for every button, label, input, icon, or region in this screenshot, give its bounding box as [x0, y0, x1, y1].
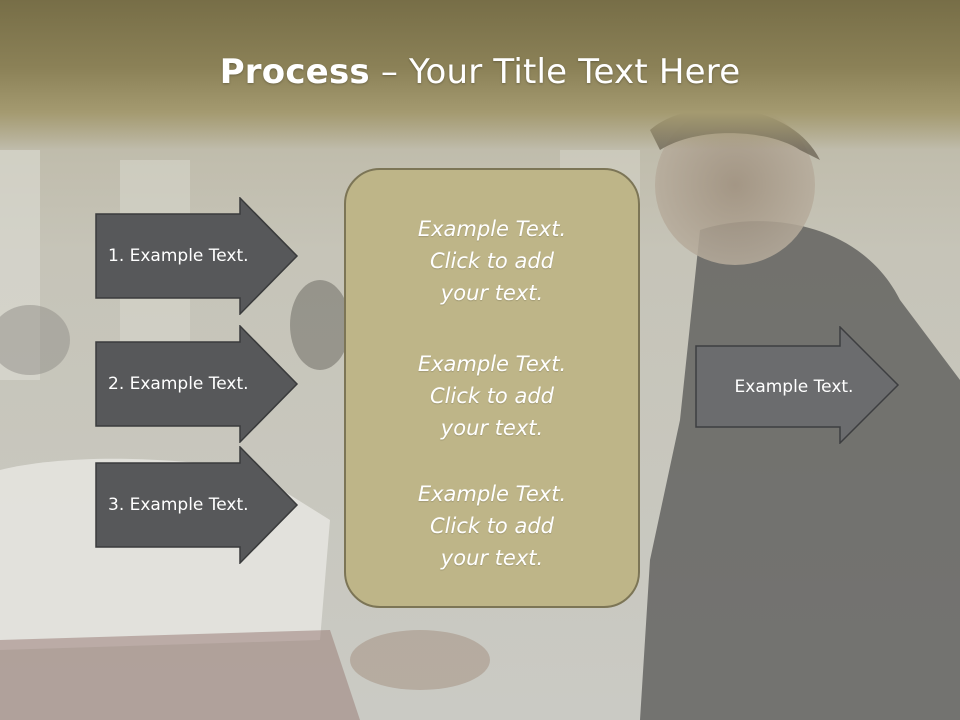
right-arrow[interactable]: Example Text.	[695, 326, 900, 444]
slide-title[interactable]: Process – Your Title Text Here	[0, 52, 960, 92]
paragraph-line: Example Text.	[417, 352, 567, 376]
arrow-shape	[695, 326, 900, 444]
paragraph-line: Click to add	[429, 249, 554, 273]
left-arrow-3[interactable]: 3. Example Text.	[95, 446, 299, 564]
center-paragraph-2: Example Text. Click to add your text.	[346, 348, 638, 444]
left-arrow-1[interactable]: 1. Example Text.	[95, 197, 299, 315]
right-arrow-label: Example Text.	[734, 376, 854, 397]
center-paragraph-1: Example Text. Click to add your text.	[346, 213, 638, 309]
title-band	[0, 0, 960, 150]
paragraph-line: your text.	[440, 546, 544, 570]
left-arrow-1-label: 1. Example Text.	[108, 246, 249, 266]
center-text-box[interactable]: Example Text. Click to add your text. Ex…	[344, 168, 640, 608]
left-arrow-2-label: 2. Example Text.	[108, 374, 249, 394]
arrow-shape	[95, 325, 299, 443]
center-paragraph-3: Example Text. Click to add your text.	[346, 478, 638, 574]
paragraph-line: Click to add	[429, 514, 554, 538]
paragraph-line: Click to add	[429, 384, 554, 408]
title-bold: Process	[219, 52, 370, 92]
left-arrow-2[interactable]: 2. Example Text.	[95, 325, 299, 443]
arrow-shape	[95, 197, 299, 315]
paragraph-line: Example Text.	[417, 482, 567, 506]
paragraph-line: Example Text.	[417, 217, 567, 241]
arrow-shape	[95, 446, 299, 564]
paragraph-line: your text.	[440, 416, 544, 440]
title-rest: – Your Title Text Here	[369, 52, 741, 92]
left-arrow-3-label: 3. Example Text.	[108, 495, 249, 515]
paragraph-line: your text.	[440, 281, 544, 305]
